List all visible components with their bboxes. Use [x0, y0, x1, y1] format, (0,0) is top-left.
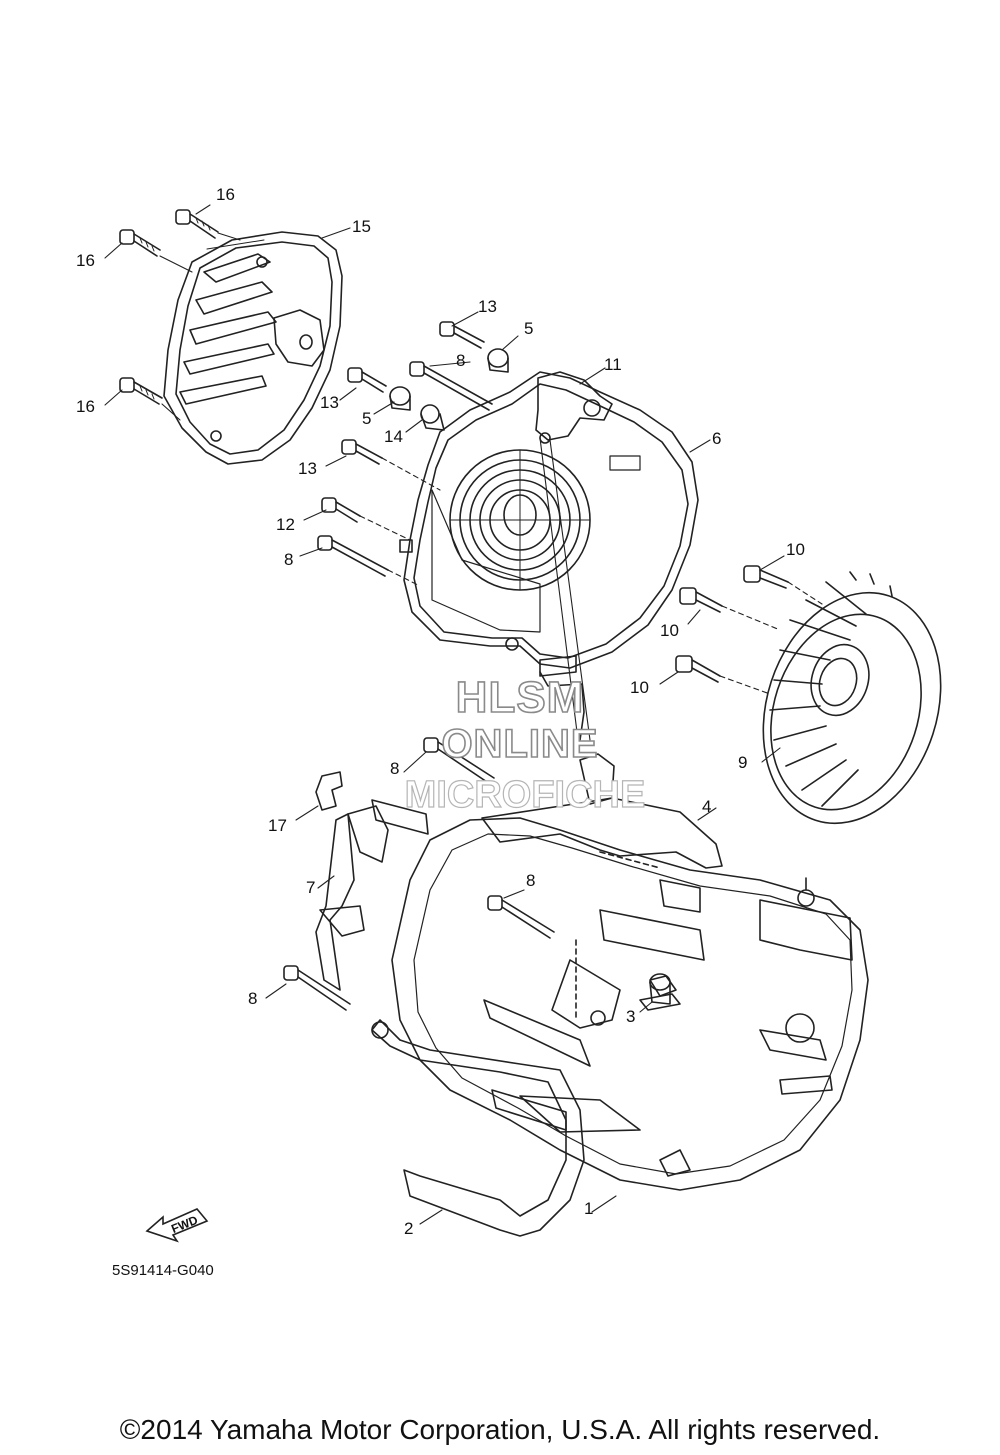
callout-13c: 13 — [298, 459, 317, 478]
callout-5b: 5 — [362, 409, 372, 428]
fwd-label: FWD — [169, 1213, 200, 1236]
callout-14: 14 — [384, 427, 403, 446]
callout-15: 15 — [352, 217, 371, 236]
part-3-dowel — [639, 973, 671, 1013]
callout-12: 12 — [276, 515, 295, 534]
part-11-bracket — [535, 371, 613, 741]
callout-5a: 5 — [524, 319, 534, 338]
callout-16a: 16 — [216, 185, 235, 204]
callout-13a: 13 — [478, 297, 497, 316]
part-1-crankcase — [391, 817, 869, 1213]
diagram-reference-code: 5S91414-G040 — [112, 1262, 214, 1279]
small-fasteners — [317, 321, 509, 577]
part-4-guide — [481, 753, 723, 869]
callout-10b: 10 — [660, 621, 679, 640]
part-17-clip — [295, 771, 343, 821]
callout-10a: 10 — [786, 540, 805, 559]
part-6-fan-housing — [399, 371, 699, 741]
callout-13b: 13 — [320, 393, 339, 412]
callout-1: 1 — [584, 1199, 594, 1218]
leader-lines — [104, 204, 351, 421]
forward-arrow-icon: FWD — [145, 1208, 209, 1243]
callout-8e: 8 — [248, 989, 258, 1008]
copyright-notice: ©2014 Yamaha Motor Corporation, U.S.A. A… — [119, 1414, 881, 1445]
callout-8c: 8 — [390, 759, 400, 778]
part-15-shroud-cover — [163, 231, 343, 465]
callout-2: 2 — [404, 1219, 414, 1238]
leader-lines-mid — [299, 311, 711, 587]
callout-8b: 8 — [284, 550, 294, 569]
callout-8d: 8 — [526, 871, 536, 890]
callout-9: 9 — [738, 753, 748, 772]
part-10-bolts — [675, 565, 789, 683]
part-8-bolts-lower — [265, 737, 555, 1011]
part-9-cooling-fan — [762, 571, 942, 825]
part-16-screws — [119, 209, 219, 405]
callout-7: 7 — [306, 878, 316, 897]
callout-6: 6 — [712, 429, 722, 448]
callout-8a: 8 — [456, 351, 466, 370]
callout-3: 3 — [626, 1007, 636, 1026]
callout-16c: 16 — [76, 397, 95, 416]
callout-10c: 10 — [630, 678, 649, 697]
callout-4: 4 — [702, 797, 712, 816]
callout-16b: 16 — [76, 251, 95, 270]
callout-17: 17 — [268, 816, 287, 835]
part-2-gasket — [371, 999, 591, 1237]
leader-lines-right — [659, 555, 823, 763]
callout-11: 11 — [604, 355, 622, 374]
part-7-duct — [315, 799, 429, 991]
